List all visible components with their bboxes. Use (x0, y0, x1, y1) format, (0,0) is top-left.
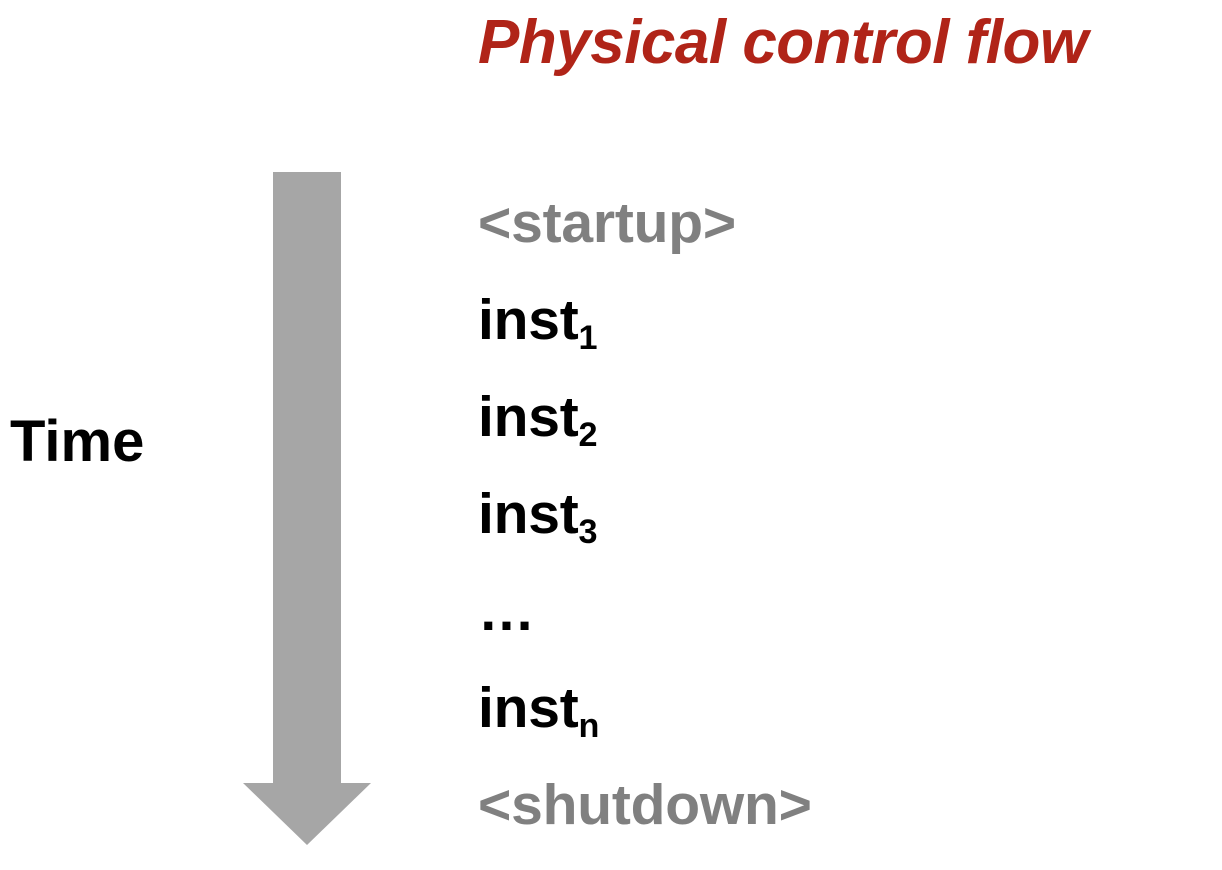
flow-line-ellipsis: … (478, 579, 537, 643)
inst-2-base: inst (478, 385, 579, 449)
inst-n-base: inst (478, 676, 579, 740)
time-axis-label: Time (10, 409, 145, 474)
inst-1-subscript: 1 (578, 319, 598, 358)
flow-line-inst-3: inst3 (478, 466, 1038, 563)
inst-3-base: inst (478, 482, 579, 546)
inst-n-subscript: n (578, 707, 600, 746)
inst-2-subscript: 2 (578, 416, 598, 455)
inst-3-subscript: 3 (578, 513, 598, 552)
flow-line-inst-1: inst1 (478, 272, 1038, 369)
flow-line-startup: <startup> (478, 191, 736, 255)
page-title: Physical control flow (478, 8, 1088, 77)
down-arrow-icon (238, 172, 378, 860)
down-arrow-shape (243, 172, 371, 845)
flow-line-inst-n: instn (478, 660, 1038, 757)
flow-line-inst-2: inst2 (478, 369, 1038, 466)
control-flow-sequence: <startup> inst1 inst2 inst3 … instn <shu… (478, 175, 1038, 854)
flow-line-shutdown: <shutdown> (478, 773, 812, 837)
inst-1-base: inst (478, 288, 579, 352)
